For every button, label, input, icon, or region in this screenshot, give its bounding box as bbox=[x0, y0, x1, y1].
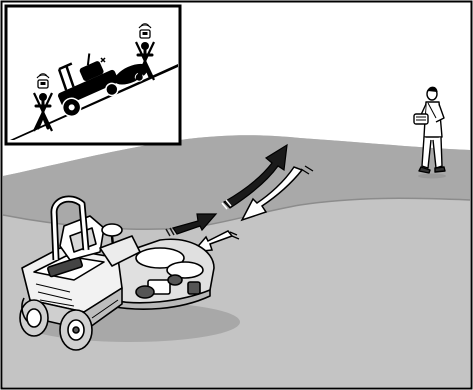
inset-warning-panel bbox=[6, 6, 180, 144]
mower-rear-wheel bbox=[60, 310, 92, 350]
